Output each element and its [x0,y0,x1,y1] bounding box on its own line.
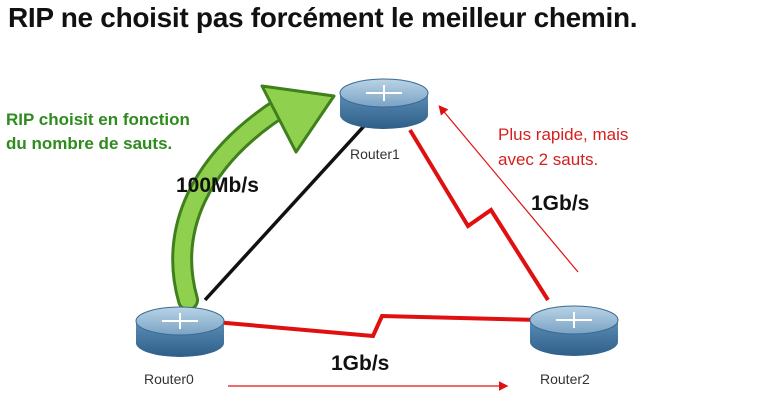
router2-icon[interactable] [529,305,619,356]
link-r0-r2 [214,313,541,339]
link-r1-r2 [408,128,550,302]
bandwidth-r0-r2: 1Gb/s [331,352,390,375]
rip-path-arrow [171,84,336,311]
bandwidth-r1-r2: 1Gb/s [531,192,590,215]
rip-choice-line-1: RIP choisit en fonction [6,110,190,129]
link-r0-r1 [203,123,367,302]
router1-label: Router1 [350,146,400,162]
faster-path-line-2: avec 2 sauts. [498,150,599,169]
router0-icon[interactable] [135,306,225,357]
bandwidth-r0-r1: 100Mb/s [176,174,259,197]
router1-icon[interactable] [339,78,429,129]
faster-path-line-1: Plus rapide, mais [498,125,629,144]
faster-path-arrow [438,105,579,273]
router0-label: Router0 [144,371,194,387]
rip-choice-line-2: du nombre de sauts. [6,134,173,153]
rip-choice-note: RIP choisit en fonction du nombre de sau… [6,108,190,156]
faster-path-note: Plus rapide, mais avec 2 sauts. [498,122,628,172]
router2-label: Router2 [540,371,590,387]
slide-title: RIP ne choisit pas forcément le meilleur… [8,2,638,33]
